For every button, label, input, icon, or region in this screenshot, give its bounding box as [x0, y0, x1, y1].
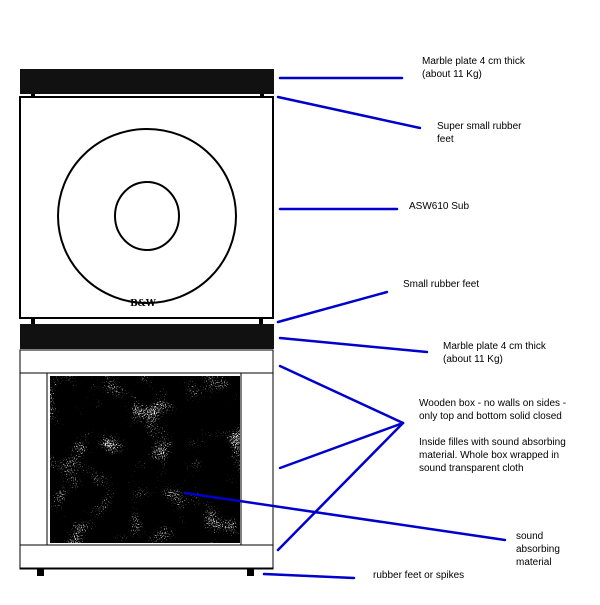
super-small-foot-left: [31, 94, 35, 97]
leader-wooden-box-1: [278, 364, 405, 425]
label-super-small-feet: Super small rubber feet: [437, 121, 522, 145]
label-wooden-box: Wooden box - no walls on sides - only to…: [419, 398, 567, 474]
leader-rubber-spikes: [262, 572, 356, 580]
marble-plate-bottom: [20, 324, 274, 349]
label-marble-bottom: Marble plate 4 cm thick (about 11 Kg): [443, 341, 546, 365]
label-sound-absorbing: sound absorbing material: [516, 531, 560, 568]
leader-super-small-feet: [276, 95, 422, 130]
super-small-foot-right: [260, 94, 264, 97]
leader-wooden-box-3: [276, 421, 405, 552]
leader-small-feet: [276, 290, 389, 324]
driver-cone: [114, 181, 180, 251]
small-foot-right: [259, 318, 263, 324]
wooden-box-top-board: [19, 349, 274, 374]
spike-foot-left: [37, 569, 44, 576]
sound-absorbing-material: [50, 376, 240, 543]
wooden-box-bottom-board: [19, 544, 274, 569]
label-sub: ASW610 Sub: [409, 201, 470, 212]
label-marble-top: Marble plate 4 cm thick (about 11 Kg): [422, 56, 525, 80]
leader-sound-absorbing: [183, 491, 507, 542]
label-small-feet: Small rubber feet: [403, 279, 480, 290]
driver-surround: [57, 128, 237, 304]
leader-wooden-box-2: [278, 421, 405, 470]
small-foot-left: [31, 318, 35, 324]
brand-logo: B&W: [130, 299, 157, 309]
leader-marble-bottom: [278, 336, 429, 354]
spike-foot-right: [247, 569, 254, 576]
subwoofer-cabinet: [19, 96, 274, 319]
label-rubber-spikes: rubber feet or spikes: [373, 570, 465, 581]
marble-plate-top: [20, 69, 274, 94]
